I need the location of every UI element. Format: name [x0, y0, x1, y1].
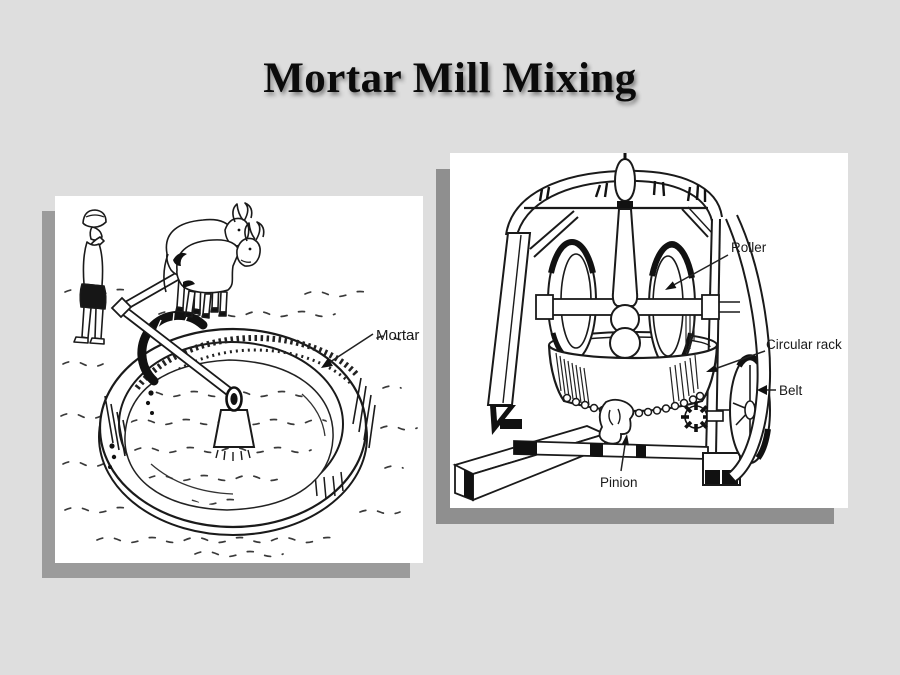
- mortar-callout: Mortar: [321, 327, 419, 368]
- belt-arrowhead: [757, 385, 767, 395]
- mechanical-mill-drawing: Roller Circular rack Belt Pinion: [452, 153, 842, 502]
- mortar-leader-line: [326, 333, 374, 365]
- roller-leader-line: [669, 254, 729, 288]
- ground-texture: [60, 288, 418, 558]
- pinion-arrowhead: [621, 434, 629, 446]
- frame-shade-marks: [538, 180, 707, 202]
- circular-rack-callout: Circular rack: [706, 337, 842, 372]
- pan-wall-hatch: [555, 352, 699, 406]
- roller-arrowhead: [665, 281, 677, 290]
- circular-rack-teeth: [562, 391, 705, 418]
- figure-traditional-mortar-mill: Mortar: [55, 196, 423, 563]
- central-spindle: [609, 208, 641, 359]
- traditional-mill-drawing: Mortar: [60, 202, 419, 558]
- mortar-arrowhead: [321, 358, 333, 368]
- figure-mechanical-mortar-mill: Roller Circular rack Belt Pinion: [450, 153, 848, 508]
- finial: [613, 153, 637, 209]
- oxen-figure: [163, 202, 265, 319]
- pinion-callout: Pinion: [600, 434, 638, 490]
- roller-callout: Roller: [665, 240, 767, 290]
- pit-wall-hatch-right: [352, 377, 376, 449]
- slide-title: Mortar Mill Mixing: [263, 55, 637, 102]
- mixing-pan: [547, 344, 719, 418]
- mortar-label: Mortar: [376, 327, 419, 344]
- circular-rack-label: Circular rack: [766, 337, 842, 352]
- pinion-gear: [598, 398, 635, 445]
- belt-label: Belt: [779, 383, 803, 398]
- circular-rack-leader-line: [708, 350, 766, 372]
- circular-rack-arrowhead: [706, 364, 718, 372]
- bevel-gear: [681, 402, 724, 432]
- base-frame: [452, 419, 709, 502]
- roller-label: Roller: [731, 240, 767, 255]
- pinion-label: Pinion: [600, 475, 638, 490]
- belt-callout: Belt: [757, 383, 803, 398]
- driver-figure: [73, 209, 107, 345]
- pedestal: [702, 452, 741, 486]
- belt-band: [725, 214, 771, 482]
- center-post: [212, 386, 256, 461]
